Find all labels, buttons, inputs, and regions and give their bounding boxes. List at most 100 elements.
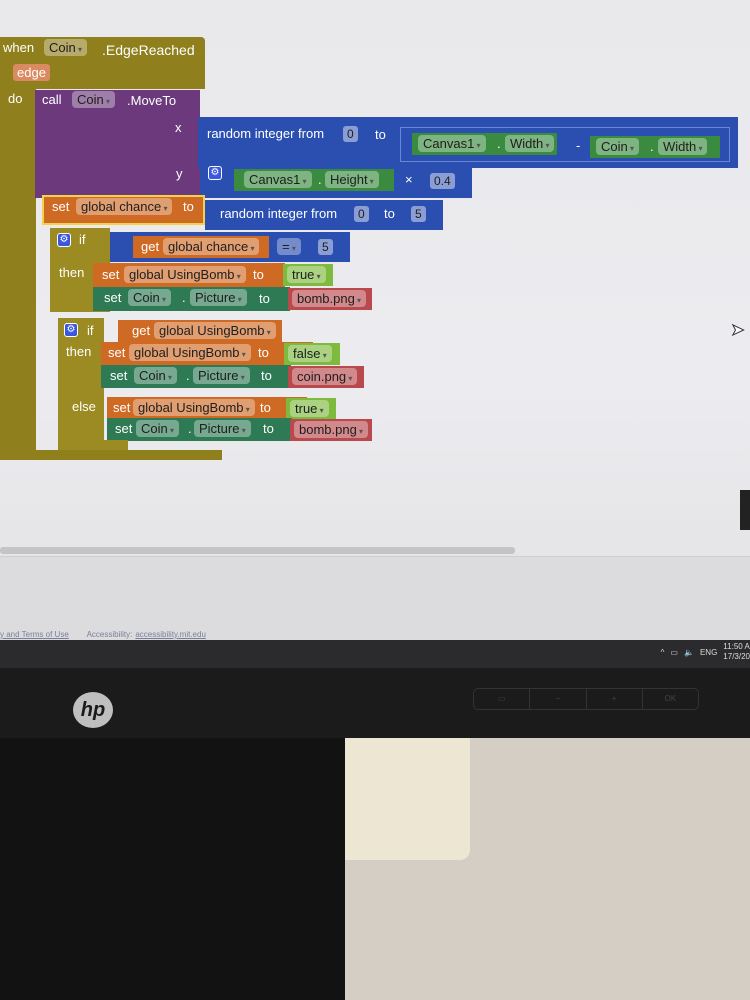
y-socket-label: y xyxy=(176,166,183,181)
coin-dropdown[interactable]: Coin xyxy=(596,138,639,155)
time-text: 11:50 A xyxy=(723,642,750,651)
chevron-up-icon[interactable]: ^ xyxy=(660,647,665,657)
to-label: to xyxy=(258,345,269,360)
if-label: if xyxy=(79,232,86,247)
coin-width-dropdown[interactable]: Width xyxy=(658,138,708,155)
to-label: to xyxy=(259,291,270,306)
times-operator: × xyxy=(405,172,413,187)
set-label: set xyxy=(104,290,122,305)
windows-taskbar xyxy=(0,640,750,670)
canvas-dropdown[interactable]: Canvas1 xyxy=(418,135,486,152)
component-dropdown[interactable]: Coin xyxy=(134,367,177,384)
variable-dropdown[interactable]: global UsingBomb xyxy=(133,399,255,416)
to-label: to xyxy=(260,400,271,415)
dot-label: . xyxy=(318,172,322,187)
if-label: if xyxy=(87,323,94,338)
boolean-dropdown[interactable]: true xyxy=(287,266,326,283)
then-label: then xyxy=(66,344,92,359)
moveto-component-dropdown[interactable]: Coin xyxy=(72,91,115,108)
trashcan-edge[interactable] xyxy=(740,490,750,530)
event-component-dropdown[interactable]: Coin xyxy=(44,39,87,56)
set-label: set xyxy=(108,345,126,360)
monitor-bezel xyxy=(0,668,750,738)
set-label: set xyxy=(113,400,131,415)
operator-dropdown[interactable]: = xyxy=(277,238,301,255)
terms-link[interactable]: y and Terms of Use xyxy=(0,630,69,639)
hp-logo: hp xyxy=(73,692,113,728)
to-label: to xyxy=(384,206,395,221)
component-dropdown[interactable]: Coin xyxy=(128,289,171,306)
event-block-body-strip xyxy=(0,88,36,460)
height-property-dropdown[interactable]: Height xyxy=(325,171,379,188)
dot-label: . xyxy=(188,421,192,436)
mutator-gear-icon[interactable]: ⚙ xyxy=(208,166,222,180)
random-from-value[interactable]: 0 xyxy=(343,126,358,142)
mutator-gear-icon[interactable]: ⚙ xyxy=(57,233,71,247)
property-dropdown[interactable]: Picture xyxy=(190,289,247,306)
width-property-dropdown[interactable]: Width xyxy=(505,135,555,152)
random-to-value[interactable]: 5 xyxy=(411,206,426,222)
variable-dropdown[interactable]: global chance xyxy=(163,238,260,255)
canvas-dropdown[interactable]: Canvas1 xyxy=(244,171,312,188)
horizontal-scrollbar[interactable] xyxy=(0,547,515,554)
variable-dropdown[interactable]: global chance xyxy=(76,198,173,215)
accessibility-text: Accessibility: xyxy=(86,630,133,639)
property-dropdown[interactable]: Picture xyxy=(193,367,250,384)
else-label: else xyxy=(72,399,96,414)
do-label: do xyxy=(8,91,23,106)
dot-label: . xyxy=(182,290,186,305)
random-integer-block[interactable] xyxy=(205,200,443,230)
variable-dropdown[interactable]: global UsingBomb xyxy=(129,344,251,361)
dot-label: . xyxy=(650,139,654,154)
variable-dropdown[interactable]: global UsingBomb xyxy=(124,266,246,283)
get-label: get xyxy=(141,239,160,254)
variable-dropdown[interactable]: global UsingBomb xyxy=(154,322,276,339)
to-label: to xyxy=(375,127,386,142)
get-label: get xyxy=(132,323,151,338)
text-value[interactable]: bomb.png xyxy=(292,290,367,307)
boolean-dropdown[interactable]: false xyxy=(288,345,332,362)
event-block-footer xyxy=(0,450,222,460)
boolean-dropdown[interactable]: true xyxy=(290,400,329,417)
minus-button[interactable]: − xyxy=(530,689,587,709)
minus-operator: - xyxy=(576,138,581,153)
accessibility-link[interactable]: accessibility.mit.edu xyxy=(135,630,206,639)
edge-parameter[interactable]: edge xyxy=(13,64,50,81)
if-else-block-2[interactable] xyxy=(58,318,104,450)
network-icon[interactable]: ▭ xyxy=(670,647,678,657)
call-moveto-block[interactable] xyxy=(35,90,200,198)
factor-value[interactable]: 0.4 xyxy=(430,173,455,189)
to-label: to xyxy=(253,267,264,282)
random-integer-label: random integer from xyxy=(207,126,325,141)
volume-muted-icon[interactable]: 🔈 xyxy=(683,647,694,657)
dot-label: . xyxy=(186,368,190,383)
monitor-stand-base xyxy=(330,730,470,860)
compare-value[interactable]: 5 xyxy=(318,239,333,255)
text-value[interactable]: coin.png xyxy=(292,368,358,385)
set-label: set xyxy=(102,267,120,282)
date-text: 17/3/20 xyxy=(723,652,750,661)
call-label: call xyxy=(42,92,62,107)
random-from-value[interactable]: 0 xyxy=(354,206,369,222)
when-label: when xyxy=(3,40,35,55)
menu-button[interactable]: ▭ xyxy=(474,689,531,709)
text-value[interactable]: bomb.png xyxy=(294,421,369,438)
then-label: then xyxy=(59,265,85,280)
ok-button[interactable]: OK xyxy=(664,694,677,703)
if-block-footer xyxy=(58,440,128,450)
workspace-footer-area xyxy=(0,556,750,640)
to-label: to xyxy=(261,368,272,383)
page-footer: y and Terms of Use Accessibility:accessi… xyxy=(0,630,238,639)
monitor-stand xyxy=(0,735,345,1000)
set-label: set xyxy=(110,368,128,383)
accessibility-label: Accessibility:accessibility.mit.edu xyxy=(87,630,222,639)
plus-button[interactable]: + xyxy=(587,689,643,709)
component-dropdown[interactable]: Coin xyxy=(136,420,179,437)
to-label: to xyxy=(183,199,194,214)
mutator-gear-icon[interactable]: ⚙ xyxy=(64,323,78,337)
monitor-buttons: ▭ − + OK xyxy=(473,688,699,710)
language-indicator[interactable]: ENG xyxy=(699,647,718,657)
property-dropdown[interactable]: Picture xyxy=(194,420,251,437)
